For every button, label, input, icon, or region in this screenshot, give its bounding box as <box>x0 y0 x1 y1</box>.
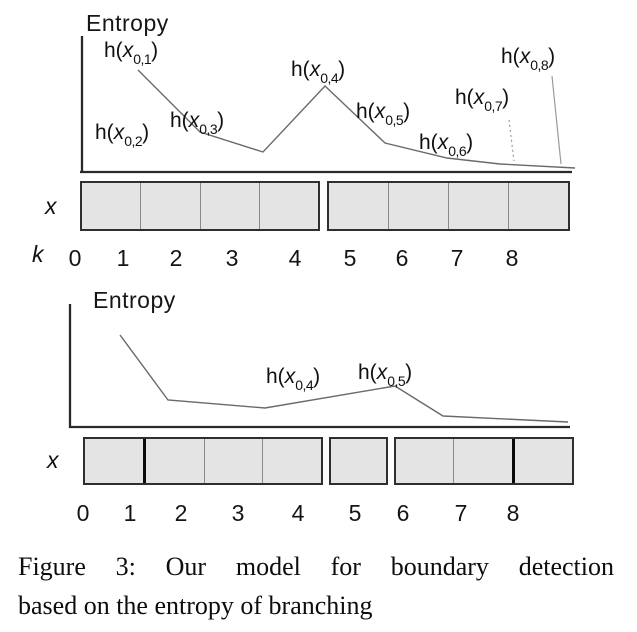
x-tick-7: 7 <box>454 500 468 526</box>
top-entropy-curve <box>137 69 576 169</box>
strip-cell <box>262 439 321 483</box>
point-label-h-x0-3: h(x0,3) <box>170 109 225 137</box>
strip-cell <box>85 439 143 483</box>
x-tick-6: 6 <box>396 500 410 526</box>
strip-cell <box>140 183 200 229</box>
point-label-h-x0-5: h(x0,5) <box>356 100 411 128</box>
strip-cell <box>396 439 454 483</box>
point-label-h-x0-4: h(x0,4) <box>291 58 346 86</box>
strip-cell <box>448 183 508 229</box>
point-label-h-x0-2: h(x0,2) <box>95 121 150 149</box>
k-value-4: 4 <box>288 245 302 271</box>
x-tick-8: 8 <box>506 500 520 526</box>
bottom-strip-segment-1 <box>83 437 323 485</box>
leader-line-h07 <box>508 119 515 162</box>
strip-cell <box>258 183 318 229</box>
strip-cell <box>508 183 568 229</box>
k-value-7: 7 <box>450 245 464 271</box>
k-value-6: 6 <box>395 245 409 271</box>
strip-cell-boundary-k7 <box>511 439 572 483</box>
top-strip-segment-1 <box>80 181 320 231</box>
x-tick-5: 5 <box>348 500 362 526</box>
point-label-bottom-h-x0-4: h(x0,4) <box>266 365 321 393</box>
point-label-h-x0-8: h(x0,8) <box>501 45 556 73</box>
k-value-1: 1 <box>116 245 130 271</box>
k-value-3: 3 <box>225 245 239 271</box>
point-label-h-x0-1: h(x0,1) <box>104 39 159 67</box>
strip-cell <box>453 439 512 483</box>
x-tick-2: 2 <box>174 500 188 526</box>
caption-line-2: based on the entropy of branching <box>18 591 373 620</box>
x-tick-3: 3 <box>231 500 245 526</box>
x-tick-4: 4 <box>291 500 305 526</box>
k-axis-label: k <box>32 241 44 267</box>
bottom-strip-x-label: x <box>47 447 59 473</box>
strip-cell <box>199 183 259 229</box>
bottom-strip-segment-2 <box>329 437 388 485</box>
top-strip-x-label: x <box>45 193 57 219</box>
k-value-5: 5 <box>343 245 357 271</box>
strip-cell <box>329 183 388 229</box>
top-strip-segment-2 <box>327 181 570 231</box>
bottom-entropy-curve <box>119 334 569 423</box>
leader-line-h08 <box>551 75 562 165</box>
strip-cell <box>203 439 263 483</box>
bottom-entropy-axis-label: Entropy <box>93 287 176 313</box>
caption-line-1: Figure 3: Our model for boundary detecti… <box>18 552 614 581</box>
bottom-strip-segment-3 <box>394 437 574 485</box>
k-value-2: 2 <box>169 245 183 271</box>
top-entropy-axis-label: Entropy <box>86 10 169 36</box>
strip-cell-boundary-k1 <box>142 439 204 483</box>
strip-cell <box>331 439 386 483</box>
strip-cell <box>388 183 448 229</box>
figure-caption: Figure 3: Our model for boundary detecti… <box>18 547 614 625</box>
x-tick-1: 1 <box>123 500 137 526</box>
point-label-h-x0-7: h(x0,7) <box>455 86 510 114</box>
point-label-h-x0-6: h(x0,6) <box>419 131 474 159</box>
strip-cell <box>82 183 141 229</box>
point-label-bottom-h-x0-5: h(x0,5) <box>358 361 413 389</box>
k-value-8: 8 <box>505 245 519 271</box>
x-tick-0: 0 <box>76 500 90 526</box>
k-value-0: 0 <box>68 245 82 271</box>
